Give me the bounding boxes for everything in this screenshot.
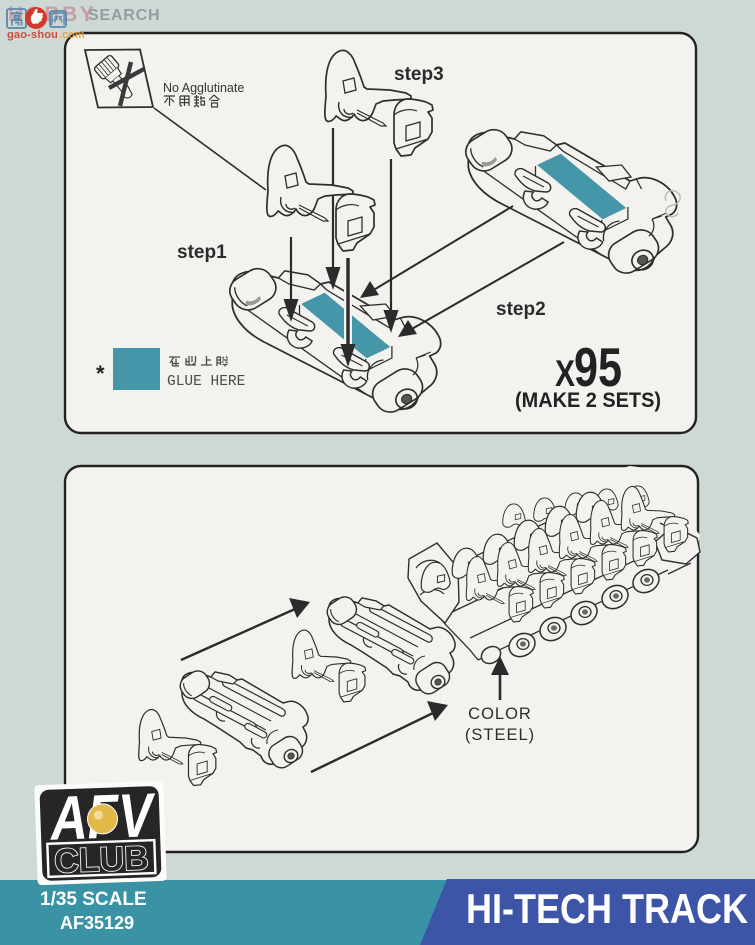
svg-text:(MAKE 2 SETS): (MAKE 2 SETS): [515, 389, 661, 412]
svg-text:step3: step3: [394, 64, 444, 85]
svg-text:SEARCH: SEARCH: [88, 7, 160, 24]
svg-text:1/35 SCALE: 1/35 SCALE: [40, 889, 147, 910]
svg-text:HI-TECH TRACK: HI-TECH TRACK: [466, 885, 748, 932]
svg-text:gao-shou: gao-shou: [7, 29, 58, 41]
svg-text:*: *: [96, 361, 105, 386]
svg-text:X: X: [555, 353, 575, 394]
svg-text:CLUB: CLUB: [54, 839, 150, 880]
svg-text:step1: step1: [177, 242, 227, 263]
svg-text:step2: step2: [496, 299, 546, 320]
svg-text:GLUE HERE: GLUE HERE: [167, 374, 245, 390]
svg-text:(STEEL): (STEEL): [465, 726, 535, 744]
svg-text:COLOR: COLOR: [468, 705, 532, 723]
svg-text:AF35129: AF35129: [60, 913, 134, 933]
svg-text:95: 95: [574, 336, 622, 398]
svg-text:.com: .com: [59, 29, 85, 41]
svg-text:No Agglutinate: No Agglutinate: [163, 81, 244, 95]
